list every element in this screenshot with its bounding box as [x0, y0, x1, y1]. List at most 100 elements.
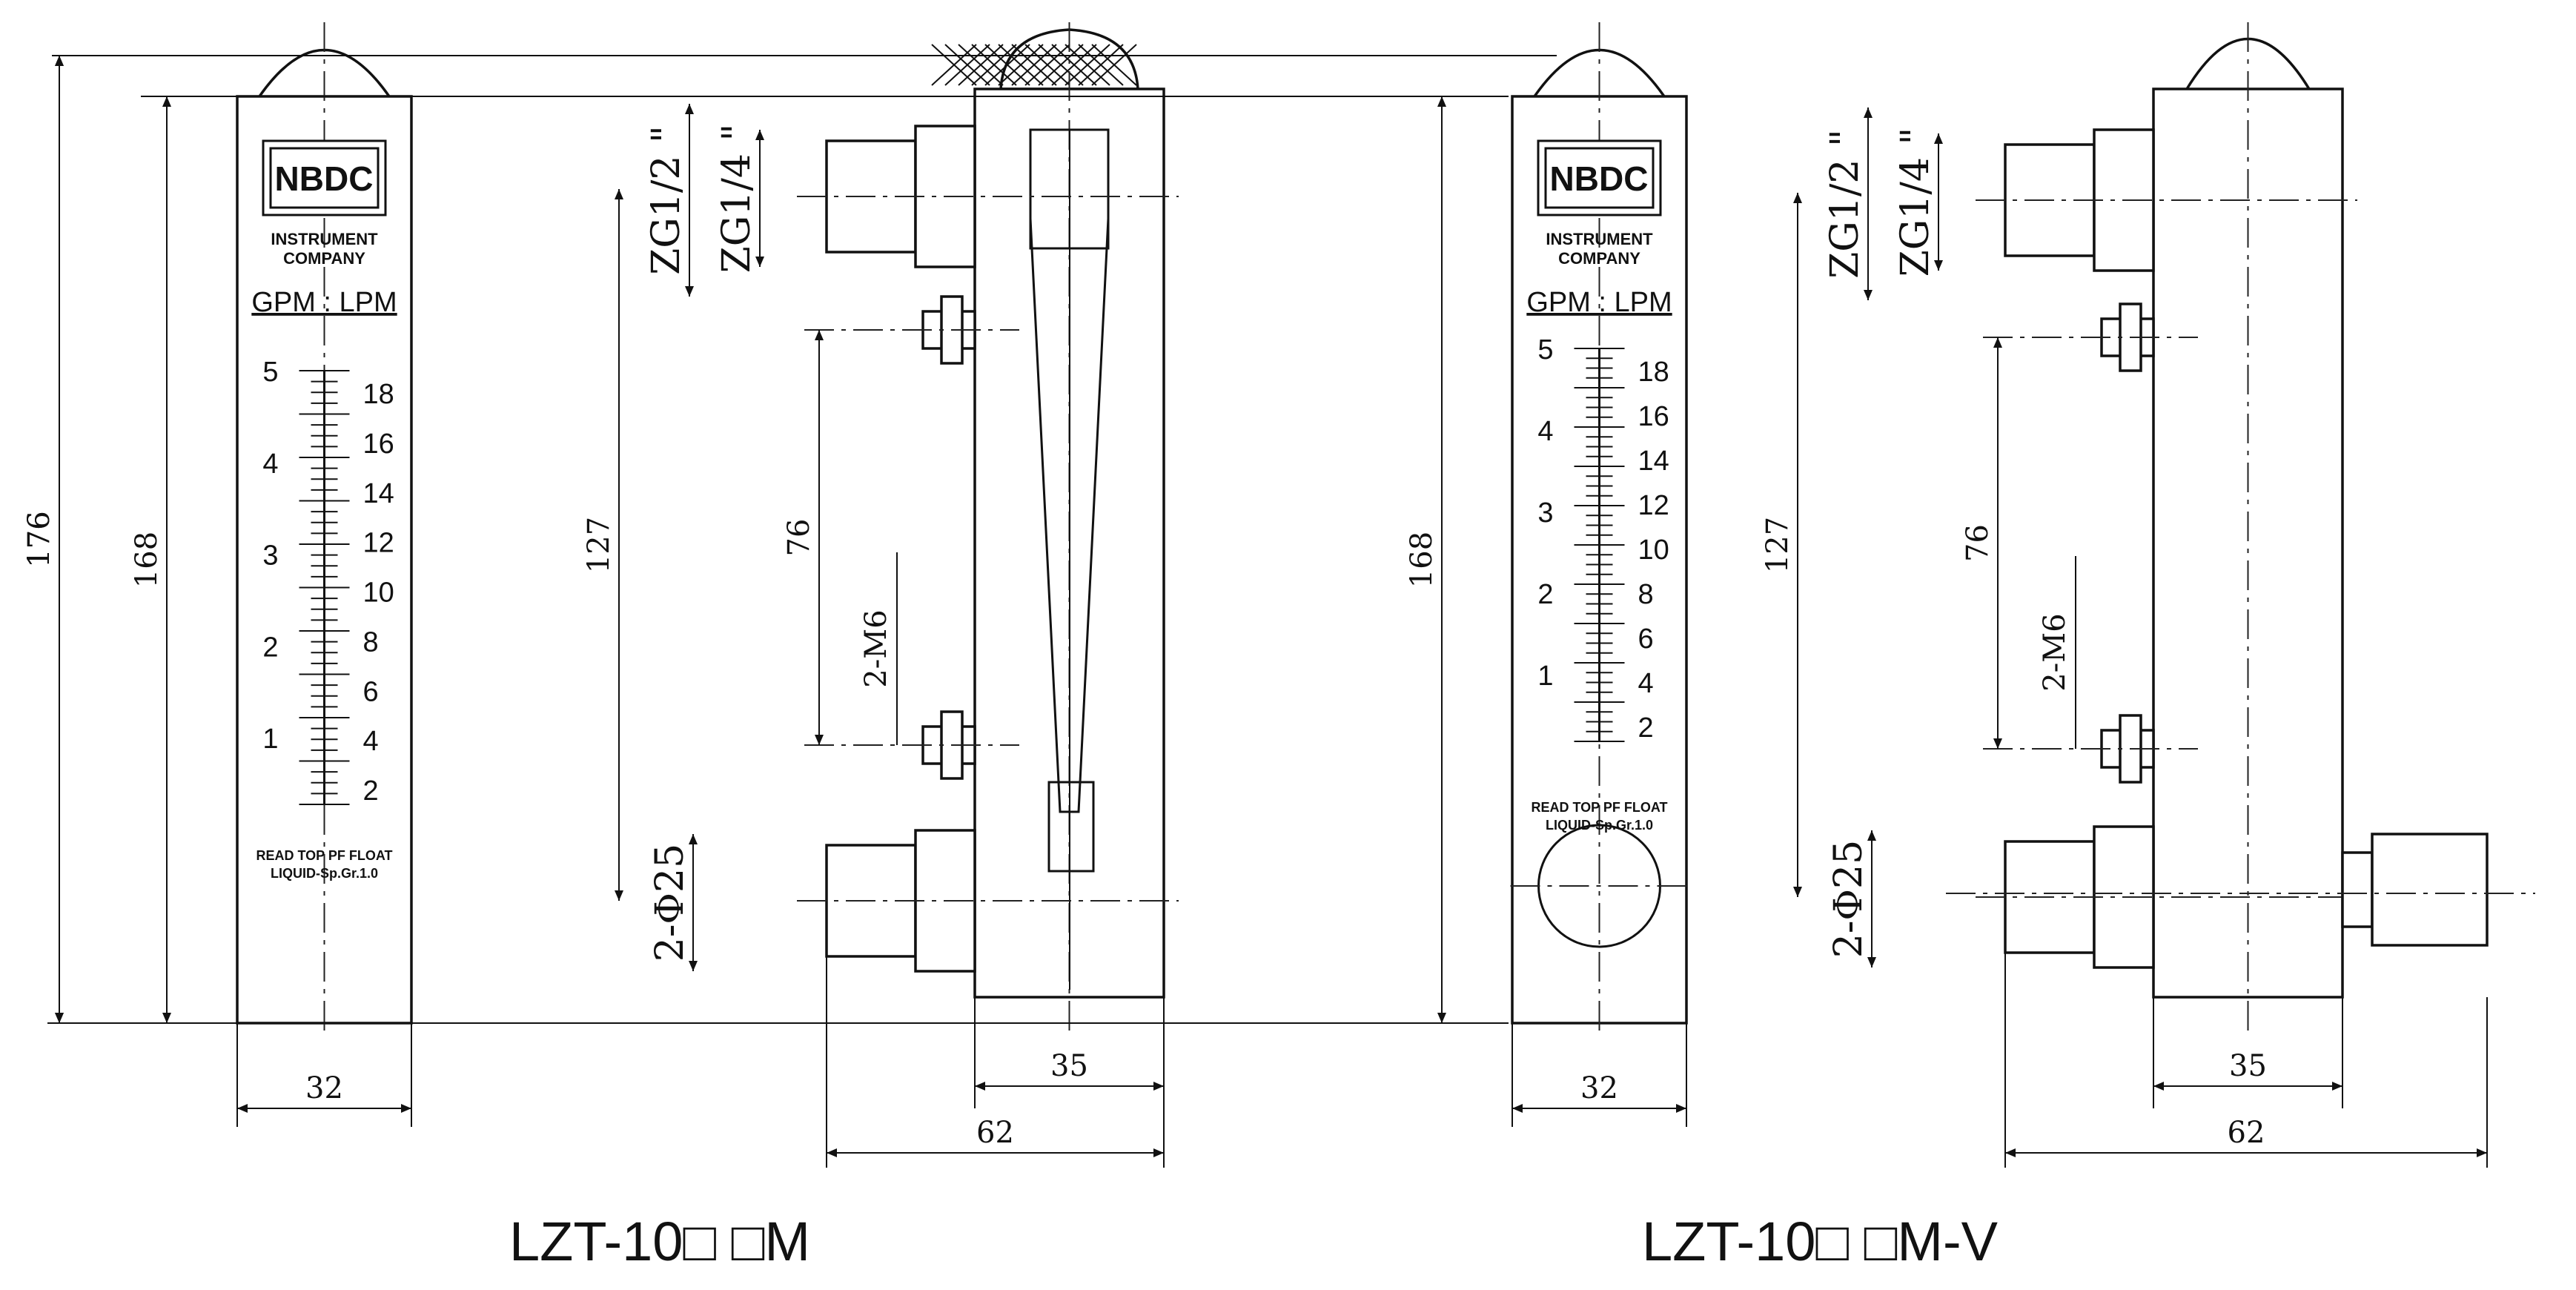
- dim-total-height-arrow-top: [55, 56, 64, 66]
- dim-thread-1-arrow-bottom: [685, 286, 694, 297]
- knurl-line: [1051, 44, 1097, 86]
- knurl-line: [1024, 44, 1070, 86]
- dim-overall-depth-arrow-right: [2477, 1148, 2487, 1157]
- dim-thread-2-label: ZG1/4 ": [1893, 128, 1938, 277]
- lpm-tick-label: 14: [363, 478, 394, 509]
- model-caption-2: LZT-10□ □M-V: [1642, 1211, 1999, 1272]
- knurl-line: [998, 44, 1044, 86]
- lpm-tick-label: 12: [1638, 490, 1669, 521]
- units-label: GPM : LPM: [251, 287, 397, 318]
- dim-overall-depth-label: 62: [2228, 1116, 2265, 1150]
- dim-thread-2-arrow-bottom: [755, 257, 764, 267]
- dim-body-depth-label: 35: [1050, 1049, 1088, 1083]
- dim-mount-spacing-arrow-bottom: [815, 735, 824, 745]
- knurl-line: [984, 44, 1030, 86]
- dim-port-spacing-label: 127: [1761, 517, 1795, 573]
- lpm-tick-label: 12: [363, 528, 394, 559]
- valve-stem: [2341, 851, 2374, 928]
- dim-thread-1-arrow-top: [1864, 108, 1873, 118]
- knurl-line: [944, 44, 990, 86]
- brand-logo-text: NBDC: [275, 159, 374, 198]
- dim-mount-spacing-label: 76: [782, 519, 816, 557]
- dim-body-height-arrow-bottom: [1437, 1013, 1446, 1023]
- dim-port-spacing-label: 127: [582, 517, 616, 573]
- dim-body-height-label: 168: [130, 532, 164, 588]
- dim-port-dia-label: 2-Φ25: [648, 844, 692, 962]
- dim-thread-2-arrow-bottom: [1934, 260, 1943, 271]
- dim-body-depth-label: 35: [2229, 1049, 2267, 1083]
- dim-width-label: 32: [1580, 1071, 1618, 1105]
- dim-thread-1-arrow-bottom: [1864, 290, 1873, 300]
- reading-note-line-1: READ TOP PF FLOAT: [1531, 800, 1667, 815]
- company-line-1: INSTRUMENT: [1546, 230, 1653, 248]
- dim-port-dia-arrow-top: [689, 834, 698, 844]
- gpm-tick-label: 5: [262, 357, 278, 388]
- dim-mount-spacing-label: 76: [1961, 524, 1995, 562]
- dim-body-height-arrow-top: [162, 96, 171, 107]
- dim-body-depth-arrow-left: [2153, 1082, 2164, 1091]
- knurl-line: [971, 44, 1017, 86]
- gpm-tick-label: 3: [1537, 497, 1553, 529]
- lpm-tick-label: 6: [1638, 624, 1654, 655]
- dim-thread-2-arrow-top: [755, 130, 764, 140]
- dim-overall-depth-arrow-left: [827, 1148, 837, 1157]
- lpm-tick-label: 2: [363, 775, 379, 807]
- dim-body-depth-arrow-left: [975, 1082, 985, 1091]
- dim-port-spacing-arrow-top: [615, 189, 623, 199]
- company-line-1: INSTRUMENT: [271, 230, 378, 248]
- dim-body-height-label: 168: [1405, 532, 1439, 588]
- gpm-tick-label: 1: [262, 724, 278, 755]
- company-line-2: COMPANY: [283, 249, 365, 268]
- knurl-line: [1038, 44, 1084, 86]
- dim-width-label: 32: [305, 1071, 343, 1105]
- knurl-line: [1091, 44, 1137, 86]
- lpm-tick-label: 6: [363, 676, 379, 707]
- lpm-tick-label: 4: [363, 726, 379, 757]
- lpm-tick-label: 18: [363, 379, 394, 410]
- dim-port-spacing-arrow-bottom: [1793, 887, 1802, 897]
- lpm-tick-label: 16: [1638, 401, 1669, 432]
- units-label: GPM : LPM: [1526, 287, 1672, 318]
- gpm-tick-label: 4: [1537, 416, 1553, 447]
- dim-mount-spacing-arrow-top: [815, 330, 824, 340]
- dim-overall-depth-arrow-left: [2005, 1148, 2016, 1157]
- dim-mount-bolts-label: 2-M6: [2038, 613, 2072, 691]
- dim-body-depth-arrow-right: [2332, 1082, 2342, 1091]
- dim-port-dia-arrow-bottom: [689, 961, 698, 971]
- dim-overall-depth-arrow-right: [1153, 1148, 1164, 1157]
- dim-total-height-label: 176: [22, 511, 56, 567]
- gpm-tick-label: 2: [1537, 579, 1553, 610]
- valve-handwheel: [2371, 833, 2489, 947]
- lpm-tick-label: 4: [1638, 668, 1654, 699]
- knurl-line: [1078, 44, 1124, 86]
- side-view-1: 127 76 2-M6 2-Φ25 ZG1/2 " ZG1/4 " 35 62: [1761, 22, 2535, 1168]
- dim-body-height-arrow-bottom: [162, 1013, 171, 1023]
- dim-thread-1-label: ZG1/2 ": [644, 125, 689, 275]
- dim-thread-1-arrow-top: [685, 104, 694, 114]
- brand-logo-text: NBDC: [1550, 159, 1649, 198]
- dim-body-depth-arrow-right: [1153, 1082, 1164, 1091]
- dim-thread-2-arrow-top: [1934, 133, 1943, 144]
- lpm-tick-label: 10: [1638, 535, 1669, 566]
- dim-port-dia-label: 2-Φ25: [1827, 840, 1871, 958]
- lpm-tick-label: 10: [363, 578, 394, 609]
- gpm-tick-label: 4: [262, 449, 278, 480]
- dim-mount-bolts-label: 2-M6: [859, 609, 893, 687]
- brand-logo-inner: [1544, 147, 1655, 209]
- dim-total-height-arrow-bottom: [55, 1013, 64, 1023]
- dim-thread-1-label: ZG1/2 ": [1823, 129, 1867, 279]
- dim-width-arrow-left: [237, 1104, 248, 1113]
- dim-port-spacing-arrow-top: [1793, 193, 1802, 203]
- dim-width-arrow-right: [401, 1104, 411, 1113]
- dim-body-height-arrow-top: [1437, 96, 1446, 107]
- gpm-tick-label: 2: [262, 632, 278, 663]
- float: [1047, 781, 1095, 873]
- dim-port-dia-arrow-bottom: [1867, 957, 1876, 968]
- knurl-line: [958, 44, 1004, 86]
- dim-width-arrow-left: [1512, 1104, 1523, 1113]
- dim-mount-spacing-arrow-bottom: [1993, 738, 2002, 749]
- lpm-tick-label: 2: [1638, 712, 1654, 744]
- lpm-tick-label: 18: [1638, 357, 1669, 388]
